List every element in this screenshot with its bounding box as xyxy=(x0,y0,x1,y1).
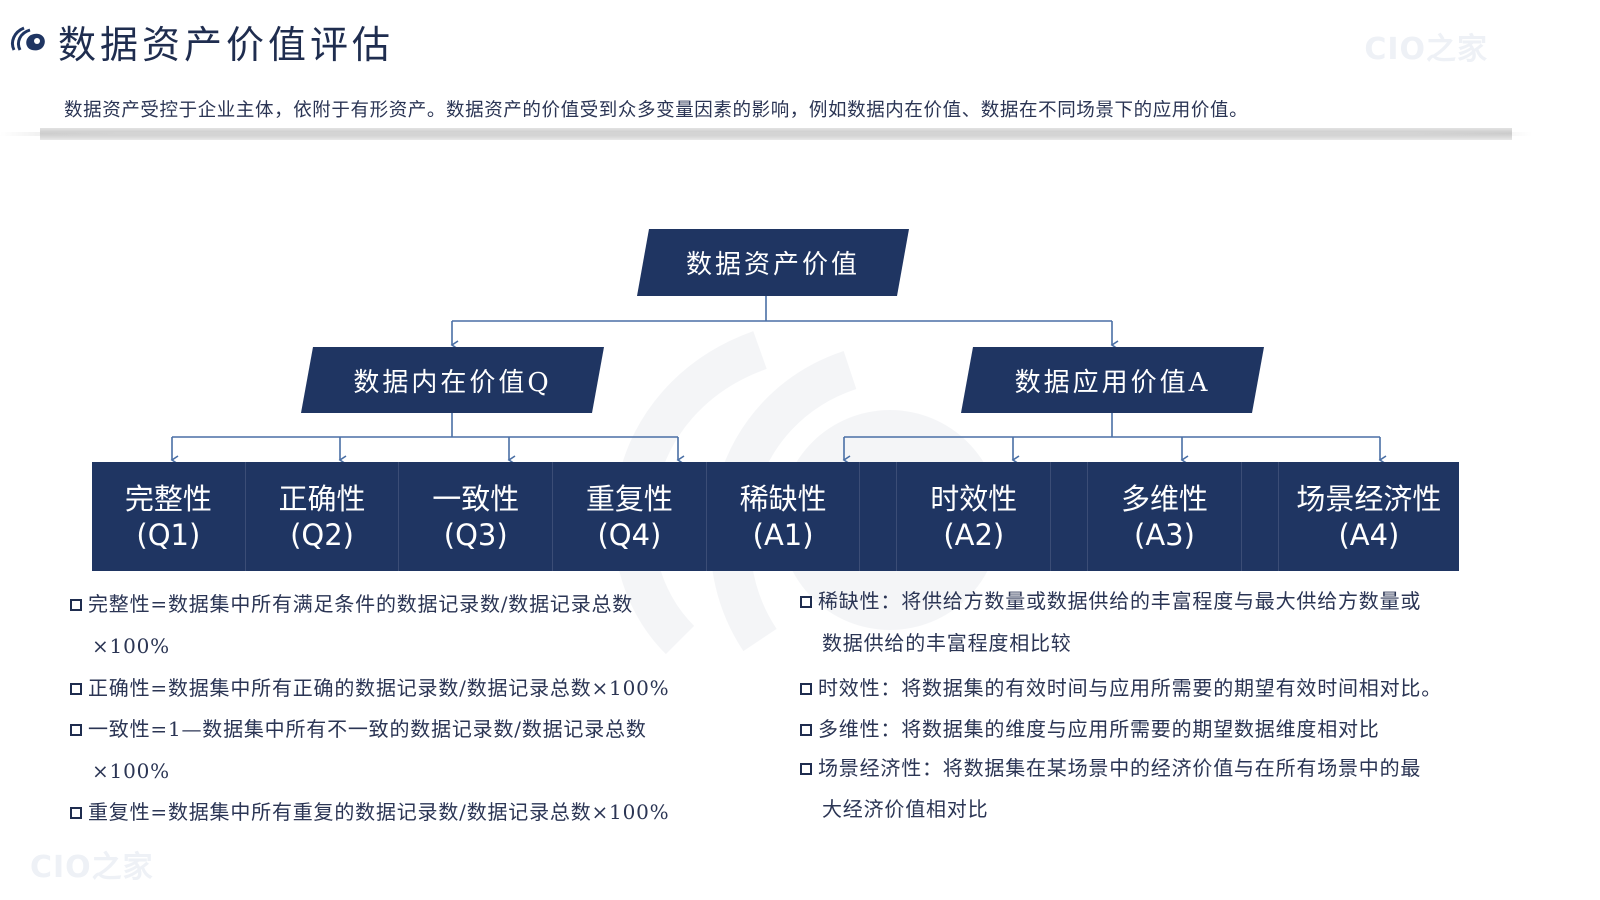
page-title: 数据资产价值评估 xyxy=(58,23,395,67)
brand-logo-icon xyxy=(10,26,45,51)
bullet-square-icon xyxy=(800,596,812,608)
node-intrinsic-value: 数据内在价值Q xyxy=(301,347,604,413)
leaf-divider xyxy=(860,462,898,571)
node-application-value: 数据应用价值A xyxy=(961,347,1264,413)
leaf-name: 一致性 xyxy=(432,481,520,516)
leaf-node-a3: 多维性 (A3) xyxy=(1088,462,1242,571)
bullet-square-icon xyxy=(70,807,82,819)
summary-text: 数据资产受控于企业主体，依附于有形资产。数据资产的价值受到众多变量因素的影响，例… xyxy=(64,100,1249,121)
desc-scenario-economy: 场景经济性：将数据集在某场景中的经济价值与在所有场景中的最 xyxy=(800,754,1421,782)
desc-scarcity: 稀缺性：将供给方数量或数据供给的丰富程度与最大供给方数量或 xyxy=(800,587,1421,615)
leaf-node-q3: 一致性 (Q3) xyxy=(399,462,554,571)
watermark-top: CIO之家 xyxy=(1364,32,1488,67)
leaf-name: 完整性 xyxy=(124,481,212,516)
desc-dimensionality: 多维性：将数据集的维度与应用所需要的期望数据维度相对比 xyxy=(800,715,1380,743)
bullet-square-icon xyxy=(800,683,812,695)
bullet-square-icon xyxy=(70,599,82,611)
desc-correctness: 正确性=数据集中所有正确的数据记录数/数据记录总数×100% xyxy=(70,674,669,702)
leaf-code: (Q1) xyxy=(136,517,201,552)
bullet-square-icon xyxy=(800,763,812,775)
leaf-code: (A3) xyxy=(1134,517,1195,552)
leaf-node-a4: 场景经济性 (A4) xyxy=(1279,462,1459,571)
desc-completeness-cont: ×100% xyxy=(92,634,170,658)
leaf-node-a2: 时效性 (A2) xyxy=(897,462,1052,571)
leaf-name: 正确性 xyxy=(278,481,366,516)
leaf-code: (A2) xyxy=(943,517,1005,552)
desc-duplication: 重复性=数据集中所有重复的数据记录数/数据记录总数×100% xyxy=(70,798,669,826)
leaf-node-q2: 正确性 (Q2) xyxy=(246,462,400,571)
leaf-divider xyxy=(1051,462,1089,571)
leaf-code: (Q2) xyxy=(290,517,354,552)
desc-scarcity-cont: 数据供给的丰富程度相比较 xyxy=(822,631,1072,655)
leaf-node-q4: 重复性 (Q4) xyxy=(553,462,707,571)
leaf-code: (Q3) xyxy=(443,517,508,552)
desc-consistency: 一致性=1—数据集中所有不一致的数据记录数/数据记录总数 xyxy=(70,715,647,743)
leaf-divider xyxy=(1242,462,1279,571)
desc-consistency-cont: ×100% xyxy=(92,759,170,783)
leaf-node-a1: 稀缺性 (A1) xyxy=(707,462,861,571)
desc-completeness: 完整性=数据集中所有满足条件的数据记录数/数据记录总数 xyxy=(70,590,633,618)
desc-scenario-economy-cont: 大经济价值相对比 xyxy=(822,797,989,821)
desc-timeliness: 时效性：将数据集的有效时间与应用所需要的期望有效时间相对比。 xyxy=(800,674,1442,702)
bullet-square-icon xyxy=(70,683,82,695)
node-root: 数据资产价值 xyxy=(637,229,909,296)
summary-divider xyxy=(0,128,1532,140)
leaf-code: (Q4) xyxy=(597,517,662,552)
leaf-node-bar: 完整性 (Q1) 正确性 (Q2) 一致性 (Q3) 重复性 (Q4) 稀缺性 … xyxy=(92,462,1459,571)
leaf-code: (A1) xyxy=(752,517,814,552)
bullet-square-icon xyxy=(70,724,82,736)
leaf-node-q1: 完整性 (Q1) xyxy=(92,462,246,571)
leaf-code: (A4) xyxy=(1338,517,1400,552)
leaf-name: 场景经济性 xyxy=(1296,481,1442,516)
leaf-name: 时效性 xyxy=(930,481,1018,516)
leaf-name: 重复性 xyxy=(585,481,673,516)
leaf-name: 多维性 xyxy=(1120,481,1208,516)
leaf-name: 稀缺性 xyxy=(739,481,827,516)
bullet-square-icon xyxy=(800,724,812,736)
watermark-bottom: CIO之家 xyxy=(30,850,154,885)
